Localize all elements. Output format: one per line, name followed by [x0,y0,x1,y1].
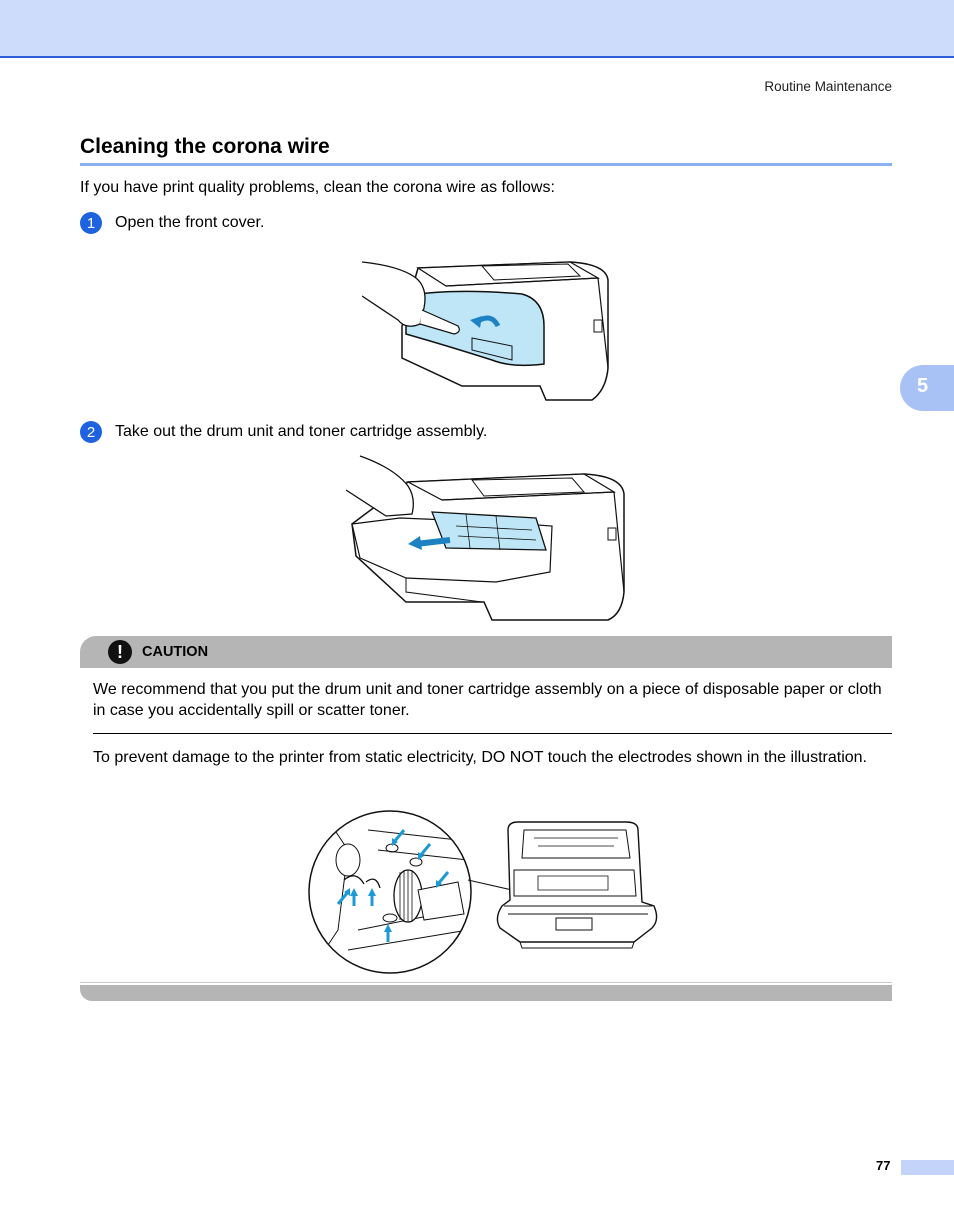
step-1: 1 Open the front cover. [80,212,264,234]
step-1-number: 1 [80,212,102,234]
step-2: 2 Take out the drum unit and toner cartr… [80,421,487,443]
caution-footer-bar [80,985,892,1001]
step-1-text: Open the front cover. [115,214,265,231]
caution-header: ! CAUTION [80,636,892,668]
page-number-tab [901,1160,954,1175]
step-2-text: Take out the drum unit and toner cartrid… [115,423,488,440]
running-header: Routine Maintenance [764,79,892,94]
electrode-detail-illustration [308,810,658,974]
caution-exclamation-icon: ! [108,640,132,664]
top-header-band [0,0,954,58]
caution-paragraph-2: To prevent damage to the printer from st… [93,749,867,766]
intro-text: If you have print quality problems, clea… [80,179,555,196]
step-2-number: 2 [80,421,102,443]
printer-open-cover-illustration [362,261,609,401]
caution-divider [93,733,892,734]
printer-remove-drum-illustration [346,455,625,621]
chapter-tab[interactable]: 5 [900,365,954,411]
caution-paragraph-1: We recommend that you put the drum unit … [93,681,882,719]
caution-label: CAUTION [142,644,209,660]
caution-end-line [80,982,892,983]
title-underline [80,163,892,166]
page-number: 77 [876,1158,891,1173]
section-title: Cleaning the corona wire [80,135,330,158]
chapter-tab-number: 5 [917,375,929,397]
